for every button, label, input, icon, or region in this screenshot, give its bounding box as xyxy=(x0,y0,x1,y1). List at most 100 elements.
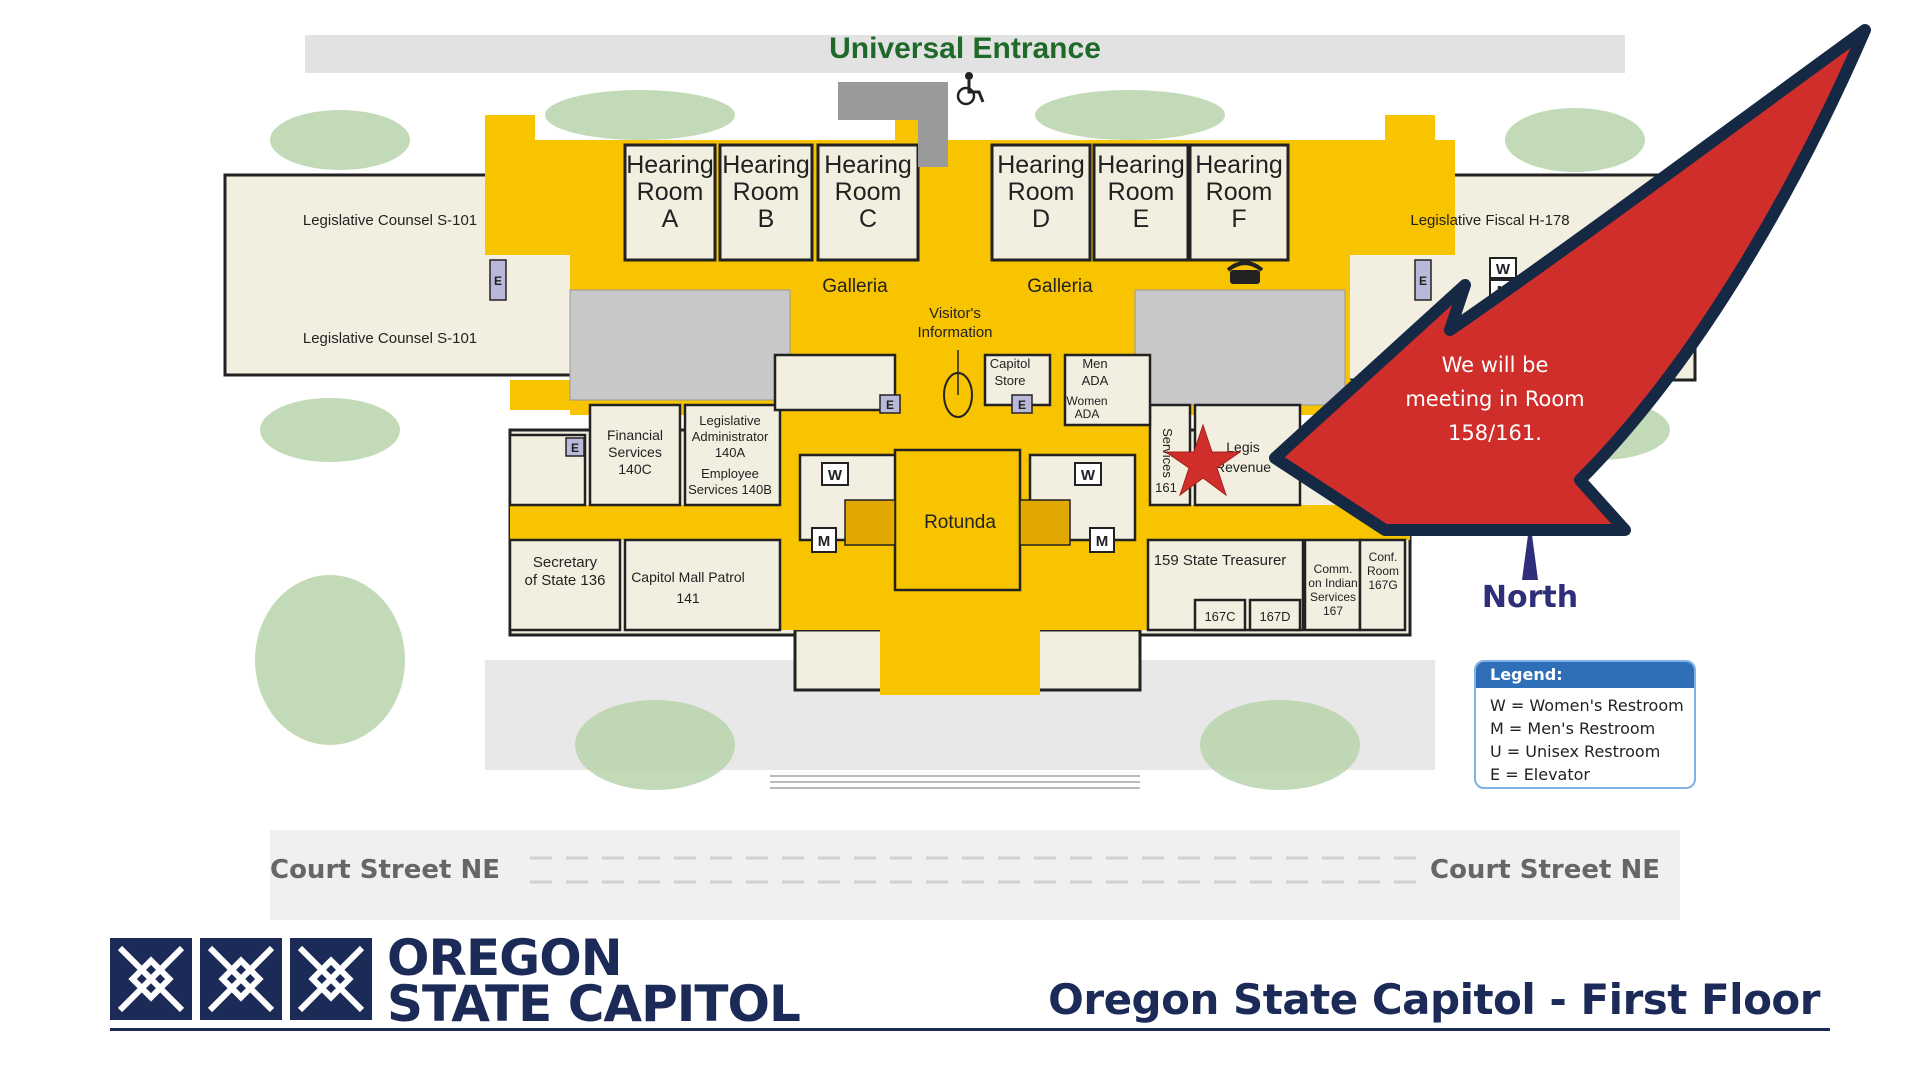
leg-fiscal-label: Legislative Fiscal H-178 xyxy=(1410,212,1569,229)
hearing-room-b-line2: Room xyxy=(733,178,800,206)
floor-title: Oregon State Capitol - First Floor xyxy=(1048,975,1820,1024)
courtyards xyxy=(569,289,1346,406)
room-labels: Legislative Counsel S-101 Legislative Co… xyxy=(303,212,1570,624)
hearing-room-a-letter: A xyxy=(662,205,679,233)
hearing-room-c-letter: C xyxy=(859,205,877,233)
legend-item: W = Women's Restroom xyxy=(1490,696,1684,715)
hearing-room-e-line2: Room xyxy=(1108,178,1175,206)
legend-title: Legend: xyxy=(1476,662,1694,688)
elevator-marker-northwest: E xyxy=(494,274,502,288)
elevator-marker-center-east: E xyxy=(1018,398,1026,412)
rotunda-label: Rotunda xyxy=(924,512,996,533)
rotunda xyxy=(844,448,1071,592)
leg-admin-line3: 140A xyxy=(715,445,746,460)
callout-line3: 158/161. xyxy=(1448,421,1542,445)
hearing-room-d-letter: D xyxy=(1032,205,1050,233)
comm-indian-line1: Comm. xyxy=(1314,562,1353,576)
galleria-right-label: Galleria xyxy=(1027,276,1093,297)
comm-indian-line4: 167 xyxy=(1323,604,1343,618)
legend-item: U = Unisex Restroom xyxy=(1490,742,1661,761)
men-restroom-marker-east: M xyxy=(1096,533,1109,550)
conf-room-line2: Room xyxy=(1367,564,1399,578)
capitol-store-line1: Capitol xyxy=(990,356,1031,371)
room-167c-label: 167C xyxy=(1204,609,1235,624)
logo-wordmark: OREGON STATE CAPITOL xyxy=(387,929,801,1033)
emp-services-line1: Employee xyxy=(701,466,759,481)
entrance-ramp xyxy=(838,82,948,167)
room-158-line1: Legis xyxy=(1226,439,1259,455)
oregon-logo-icon xyxy=(110,938,372,1020)
leg-admin-line1: Legislative xyxy=(699,413,760,428)
room-158-line2: Revenue xyxy=(1215,459,1271,475)
galleria-left-label: Galleria xyxy=(822,276,888,297)
elevator-marker-northeast: E xyxy=(1419,274,1427,288)
callout-line2: meeting in Room xyxy=(1405,387,1585,411)
wheelchair-icon xyxy=(956,72,985,106)
hearing-room-b-letter: B xyxy=(758,205,775,233)
hearing-room-f-line2: Room xyxy=(1206,178,1273,206)
emp-services-line2: Services 140B xyxy=(688,482,772,497)
hearing-room-d-line2: Room xyxy=(1008,178,1075,206)
north-arrow-icon xyxy=(1522,520,1538,580)
leg-counsel-bottom-label: Legislative Counsel S-101 xyxy=(303,330,477,347)
men-restroom-marker: M xyxy=(818,533,831,550)
mall-patrol-line2: 141 xyxy=(676,590,700,606)
logo-line1: OREGON xyxy=(387,929,623,987)
conf-room-line1: Conf. xyxy=(1369,550,1398,564)
room-167d-label: 167D xyxy=(1259,609,1290,624)
sec-state-line2: of State 136 xyxy=(525,572,606,589)
hearing-room-a-line1: Hearing xyxy=(626,151,714,179)
visitor-info-line1: Visitor's xyxy=(929,305,981,322)
visitor-info-line2: Information xyxy=(917,324,992,341)
hearing-room-e-letter: E xyxy=(1133,205,1150,233)
comm-indian-line2: on Indian xyxy=(1308,576,1357,590)
financial-line2: Services xyxy=(608,444,662,460)
legend-list: W = Women's Restroom M = Men's Restroom … xyxy=(1490,694,1694,786)
hearing-room-f-letter: F xyxy=(1231,205,1246,233)
women-ada-line2: ADA xyxy=(1075,407,1100,421)
comm-indian-line3: Services xyxy=(1310,590,1356,604)
leg-counsel-top-label: Legislative Counsel S-101 xyxy=(303,212,477,229)
room-161-number: 161 xyxy=(1155,480,1177,495)
women-restroom-marker-ne: W xyxy=(1496,261,1511,278)
entrance-label: Universal Entrance xyxy=(829,32,1101,65)
hearing-room-a-line2: Room xyxy=(637,178,704,206)
state-treasurer-label: 159 State Treasurer xyxy=(1154,552,1287,569)
hearing-room-f-line1: Hearing xyxy=(1195,151,1283,179)
street-label-left: Court Street NE xyxy=(270,855,500,885)
mall-patrol-line1: Capitol Mall Patrol xyxy=(631,569,745,585)
star-icon xyxy=(1164,423,1242,497)
hearing-room-boxes xyxy=(623,143,1290,262)
logo-line2: STATE CAPITOL xyxy=(387,975,801,1033)
callout-line1: We will be xyxy=(1441,353,1549,377)
women-restroom-marker: W xyxy=(828,467,843,484)
hearing-room-c-line1: Hearing xyxy=(824,151,912,179)
sec-state-line1: Secretary xyxy=(533,554,598,571)
hearing-room-e-line1: Hearing xyxy=(1097,151,1185,179)
women-restroom-marker-east: W xyxy=(1081,467,1096,484)
conf-room-line3: 167G xyxy=(1368,578,1397,592)
men-ada-line2: ADA xyxy=(1082,373,1109,388)
men-ada-line1: Men xyxy=(1082,356,1107,371)
elevator-marker-center-west: E xyxy=(886,398,894,412)
callout-arrow xyxy=(1269,24,1871,536)
footer-rule xyxy=(110,1028,1830,1031)
north-label: North xyxy=(1482,580,1578,615)
meeting-callout: We will be meeting in Room 158/161. xyxy=(1355,348,1635,450)
hearing-room-labels: Hearing Room A Hearing Room B Hearing Ro… xyxy=(626,151,1283,233)
street-label-right: Court Street NE xyxy=(1430,855,1660,885)
women-ada-line1: Women xyxy=(1066,394,1107,408)
phone-icon xyxy=(1226,261,1264,284)
financial-line1: Financial xyxy=(607,427,663,443)
legend-item: E = Elevator xyxy=(1490,765,1590,784)
legend-box: Legend: W = Women's Restroom M = Men's R… xyxy=(1474,660,1696,789)
hearing-room-b-line1: Hearing xyxy=(722,151,810,179)
elevator-marker-west: E xyxy=(571,441,579,455)
capitol-store-line2: Store xyxy=(994,373,1025,388)
legend-item: M = Men's Restroom xyxy=(1490,719,1656,738)
hearing-room-d-line1: Hearing xyxy=(997,151,1085,179)
leg-admin-line2: Administrator xyxy=(692,429,769,444)
financial-line3: 140C xyxy=(618,461,651,477)
hearing-room-c-line2: Room xyxy=(835,178,902,206)
